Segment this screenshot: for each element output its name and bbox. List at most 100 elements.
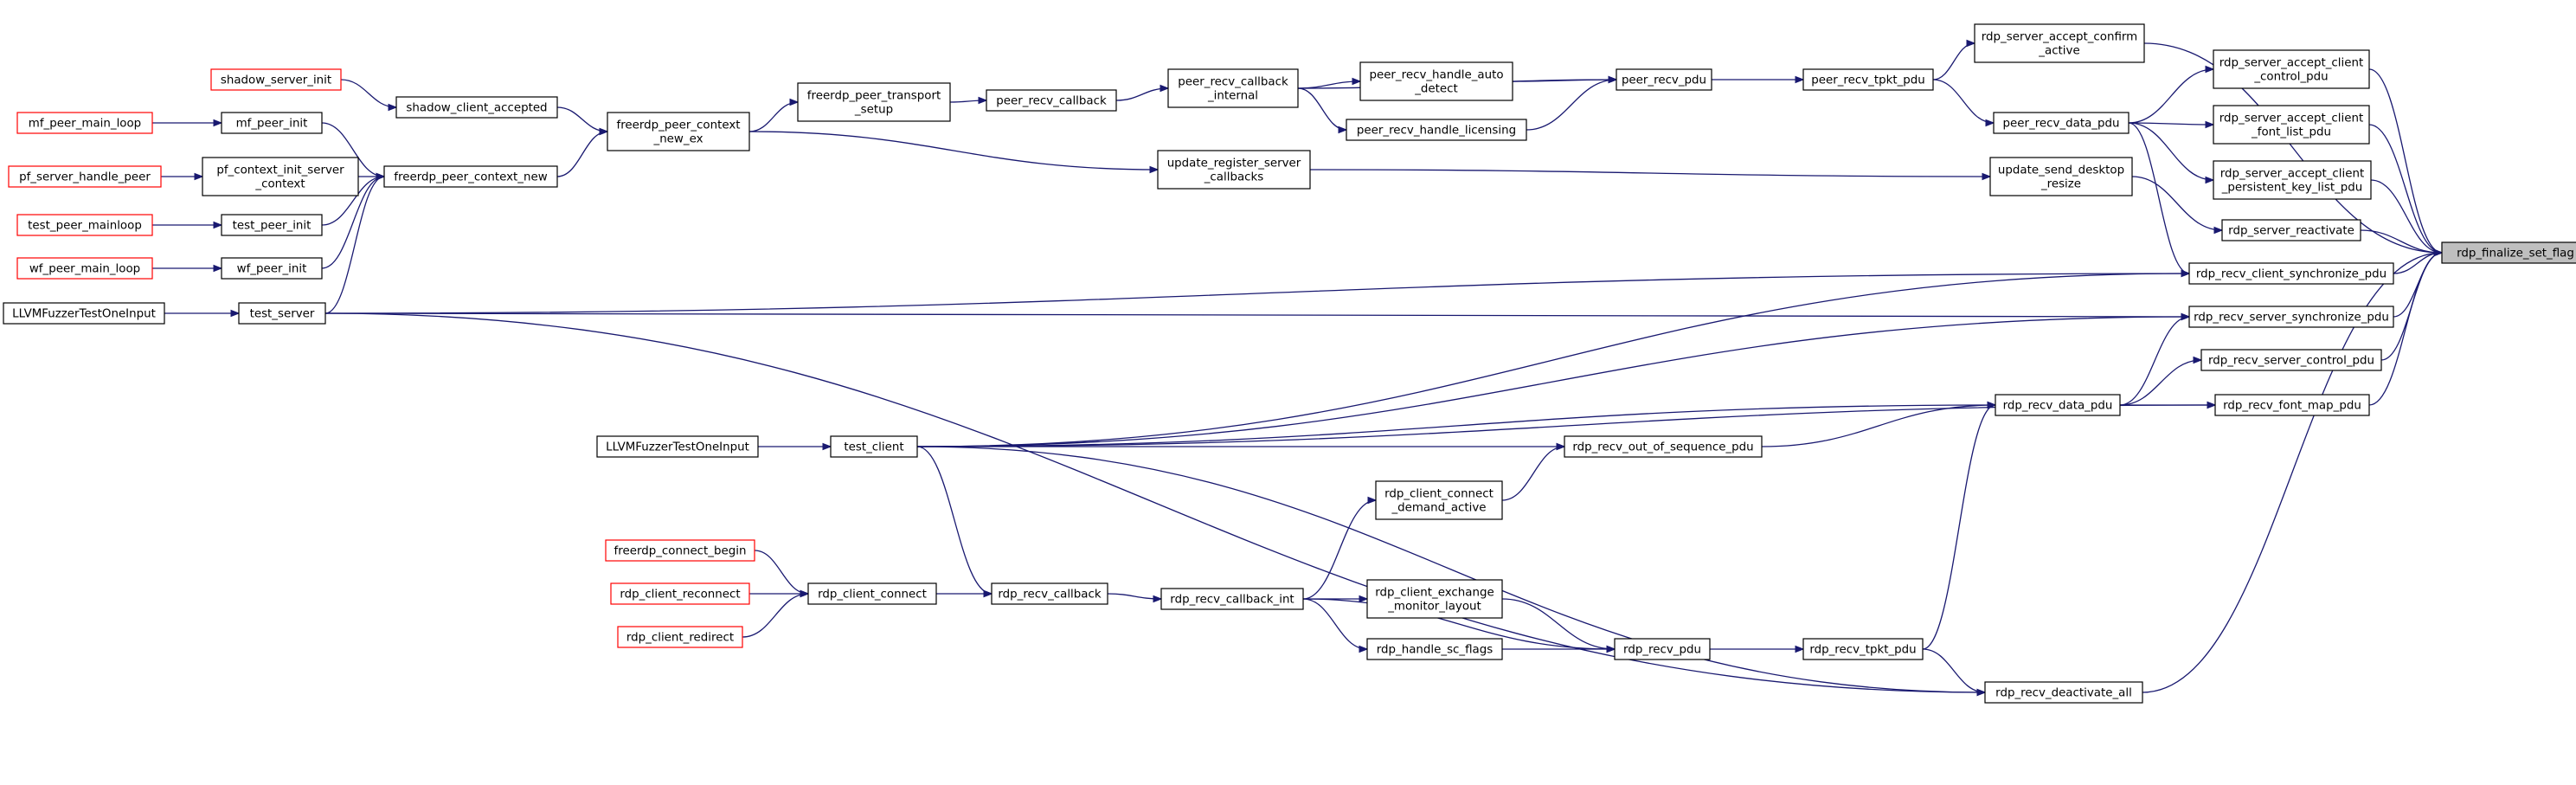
node-label: rdp_server_accept_confirm <box>1982 31 2137 44</box>
edge-rdp-recv-server-synchronize-pdu-to-rdp-finalize-set-flag <box>2393 252 2443 318</box>
node-update-register-server-callbacks[interactable]: update_register_server_callbacks <box>1157 150 1311 190</box>
node-mf-peer-init[interactable]: mf_peer_init <box>221 112 323 134</box>
edge-peer-recv-tpkt-pdu-to-peer-recv-data-pdu <box>1932 79 1995 124</box>
node-rdp-recv-deactivate-all[interactable]: rdp_recv_deactivate_all <box>1984 681 2143 704</box>
node-box <box>2214 394 2370 416</box>
arrowhead <box>1359 645 1369 653</box>
node-label: rdp_server_accept_client <box>2220 168 2364 181</box>
edge-freerdp-connect-begin-to-rdp-client-connect <box>754 550 809 595</box>
node-rdp-server-accept-client-font-list-pdu[interactable]: rdp_server_accept_client_font_list_pdu <box>2213 105 2370 145</box>
arrowhead <box>1795 645 1805 653</box>
node-rdp-finalize-set-flag[interactable]: rdp_finalize_set_flag <box>2441 241 2576 264</box>
node-llvm-fuzzer-client[interactable]: LLVMFuzzerTestOneInput <box>596 435 759 458</box>
node-label: rdp_recv_callback <box>998 589 1101 602</box>
node-peer-recv-handle-licensing[interactable]: peer_recv_handle_licensing <box>1346 119 1527 141</box>
node-rdp-server-accept-client-control-pdu[interactable]: rdp_server_accept_client_control_pdu <box>2213 49 2370 89</box>
node-rdp-server-accept-client-persistent-key-list-pdu[interactable]: rdp_server_accept_client_persistent_key_… <box>2213 160 2372 200</box>
node-shadow-server-init[interactable]: shadow_server_init <box>210 68 342 91</box>
node-rdp-client-exchange-monitor-layout[interactable]: rdp_client_exchange_monitor_layout <box>1366 579 1503 619</box>
node-peer-recv-handle-auto-detect[interactable]: peer_recv_handle_auto_detect <box>1359 61 1513 101</box>
edge-rdp-server-accept-client-font-list-pdu-to-rdp-finalize-set-flag <box>2368 124 2443 254</box>
node-update-send-desktop-resize[interactable]: update_send_desktop_resize <box>1989 157 2133 196</box>
node-label: test_peer_init <box>233 220 312 233</box>
node-label: rdp_client_reconnect <box>620 589 740 602</box>
node-wf-peer-init[interactable]: wf_peer_init <box>221 257 323 280</box>
arrowhead <box>1359 595 1369 603</box>
node-peer-recv-pdu[interactable]: peer_recv_pdu <box>1616 68 1712 91</box>
node-shadow-client-accepted[interactable]: shadow_client_accepted <box>395 96 558 119</box>
node-rdp-recv-client-synchronize-pdu[interactable]: rdp_recv_client_synchronize_pdu <box>2188 262 2394 285</box>
node-rdp-client-reconnect[interactable]: rdp_client_reconnect <box>610 582 750 605</box>
node-rdp-recv-server-synchronize-pdu[interactable]: rdp_recv_server_synchronize_pdu <box>2188 306 2394 328</box>
node-peer-recv-callback-internal[interactable]: peer_recv_callback_internal <box>1167 68 1299 108</box>
node-pf-context-init-server-context[interactable]: pf_context_init_server_context <box>202 157 359 196</box>
edge-rdp-server-reactivate-to-rdp-finalize-set-flag <box>2360 229 2443 254</box>
arrowhead <box>1976 688 1987 697</box>
node-box <box>3 302 165 325</box>
edge-test-server-to-rdp-recv-deactivate-all <box>324 312 1986 693</box>
node-test-peer-init[interactable]: test_peer_init <box>221 214 323 236</box>
arrowhead <box>1982 172 1992 181</box>
node-box <box>1802 68 1934 91</box>
edge-freerdp-peer-context-new-ex-to-update-register-server-callbacks <box>748 131 1159 171</box>
node-label: _setup <box>854 104 893 117</box>
node-rdp-recv-server-control-pdu[interactable]: rdp_recv_server_control_pdu <box>2200 349 2382 371</box>
node-rdp-handle-sc-flags[interactable]: rdp_handle_sc_flags <box>1366 638 1503 660</box>
node-box <box>1375 480 1503 520</box>
arrowhead <box>789 98 800 106</box>
node-label: rdp_client_connect <box>818 589 927 602</box>
edge-peer-recv-data-pdu-to-rdp-recv-client-synchronize-pdu <box>2128 122 2190 274</box>
node-label: peer_recv_callback <box>996 95 1107 108</box>
node-mf-peer-main-loop[interactable]: mf_peer_main_loop <box>16 112 153 134</box>
node-freerdp-peer-context-new-ex[interactable]: freerdp_peer_context_new_ex <box>607 112 750 151</box>
node-box <box>2213 105 2370 145</box>
edge-mf-peer-init-to-freerdp-peer-context-new <box>321 122 385 177</box>
node-label: rdp_recv_server_synchronize_pdu <box>2194 312 2389 325</box>
node-box <box>1167 68 1299 108</box>
node-rdp-recv-callback[interactable]: rdp_recv_callback <box>991 582 1108 605</box>
node-rdp-recv-out-of-sequence-pdu[interactable]: rdp_recv_out_of_sequence_pdu <box>1564 435 1763 458</box>
node-box <box>2213 49 2370 89</box>
node-llvm-fuzzer-server[interactable]: LLVMFuzzerTestOneInput <box>3 302 165 325</box>
node-freerdp-connect-begin[interactable]: freerdp_connect_begin <box>605 539 755 562</box>
node-test-client[interactable]: test_client <box>830 435 918 458</box>
edge-rdp-recv-tpkt-pdu-to-rdp-recv-data-pdu <box>1922 404 1996 650</box>
edge-peer-recv-handle-auto-detect-to-peer-recv-pdu <box>1512 79 1617 82</box>
node-label: _callbacks <box>1204 171 1264 184</box>
node-rdp-server-accept-confirm-active[interactable]: rdp_server_accept_confirm_active <box>1974 23 2145 63</box>
node-label: _control_pdu <box>2253 71 2328 84</box>
node-rdp-server-reactivate[interactable]: rdp_server_reactivate <box>2221 219 2361 241</box>
node-label: rdp_recv_client_synchronize_pdu <box>2196 268 2386 281</box>
node-label: update_send_desktop <box>1998 164 2124 177</box>
node-wf-peer-main-loop[interactable]: wf_peer_main_loop <box>16 257 153 280</box>
edge-peer-recv-handle-licensing-to-peer-recv-pdu <box>1526 79 1617 131</box>
node-rdp-client-connect[interactable]: rdp_client_connect <box>807 582 937 605</box>
node-rdp-recv-font-map-pdu[interactable]: rdp_recv_font_map_pdu <box>2214 394 2370 416</box>
node-test-peer-mainloop[interactable]: test_peer_mainloop <box>16 214 153 236</box>
node-rdp-recv-callback-int[interactable]: rdp_recv_callback_int <box>1160 588 1304 610</box>
node-label: update_register_server <box>1167 158 1301 171</box>
arrowhead <box>2205 176 2215 184</box>
edge-test-client-to-rdp-recv-data-pdu <box>916 404 1996 447</box>
edge-rdp-recv-font-map-pdu-to-rdp-finalize-set-flag <box>2368 252 2443 406</box>
node-peer-recv-tpkt-pdu[interactable]: peer_recv_tpkt_pdu <box>1802 68 1934 91</box>
node-label: rdp_recv_tpkt_pdu <box>1809 644 1916 657</box>
arrowhead <box>2433 248 2444 257</box>
arrowhead <box>2205 120 2215 129</box>
edge-rdp-recv-callback-int-to-rdp-handle-sc-flags <box>1302 598 1368 650</box>
node-pf-server-handle-peer[interactable]: pf_server_handle_peer <box>8 165 162 188</box>
node-peer-recv-data-pdu[interactable]: peer_recv_data_pdu <box>1993 112 2130 134</box>
node-freerdp-peer-transport-setup[interactable]: freerdp_peer_transport_setup <box>797 82 951 122</box>
node-rdp-recv-pdu[interactable]: rdp_recv_pdu <box>1614 638 1711 660</box>
node-test-server[interactable]: test_server <box>238 302 326 325</box>
edge-rdp-client-connect-demand-active-to-rdp-recv-out-of-sequence-pdu <box>1501 446 1565 501</box>
node-freerdp-peer-context-new[interactable]: freerdp_peer_context_new <box>383 165 558 188</box>
node-rdp-recv-tpkt-pdu[interactable]: rdp_recv_tpkt_pdu <box>1802 638 1924 660</box>
node-box <box>1802 638 1924 660</box>
node-rdp-client-connect-demand-active[interactable]: rdp_client_connect_demand_active <box>1375 480 1503 520</box>
node-label: rdp_recv_data_pdu <box>2003 400 2113 413</box>
node-peer-recv-callback[interactable]: peer_recv_callback <box>986 89 1117 112</box>
node-rdp-recv-data-pdu[interactable]: rdp_recv_data_pdu <box>1995 394 2121 416</box>
node-box <box>617 626 743 648</box>
node-rdp-client-redirect[interactable]: rdp_client_redirect <box>617 626 743 648</box>
